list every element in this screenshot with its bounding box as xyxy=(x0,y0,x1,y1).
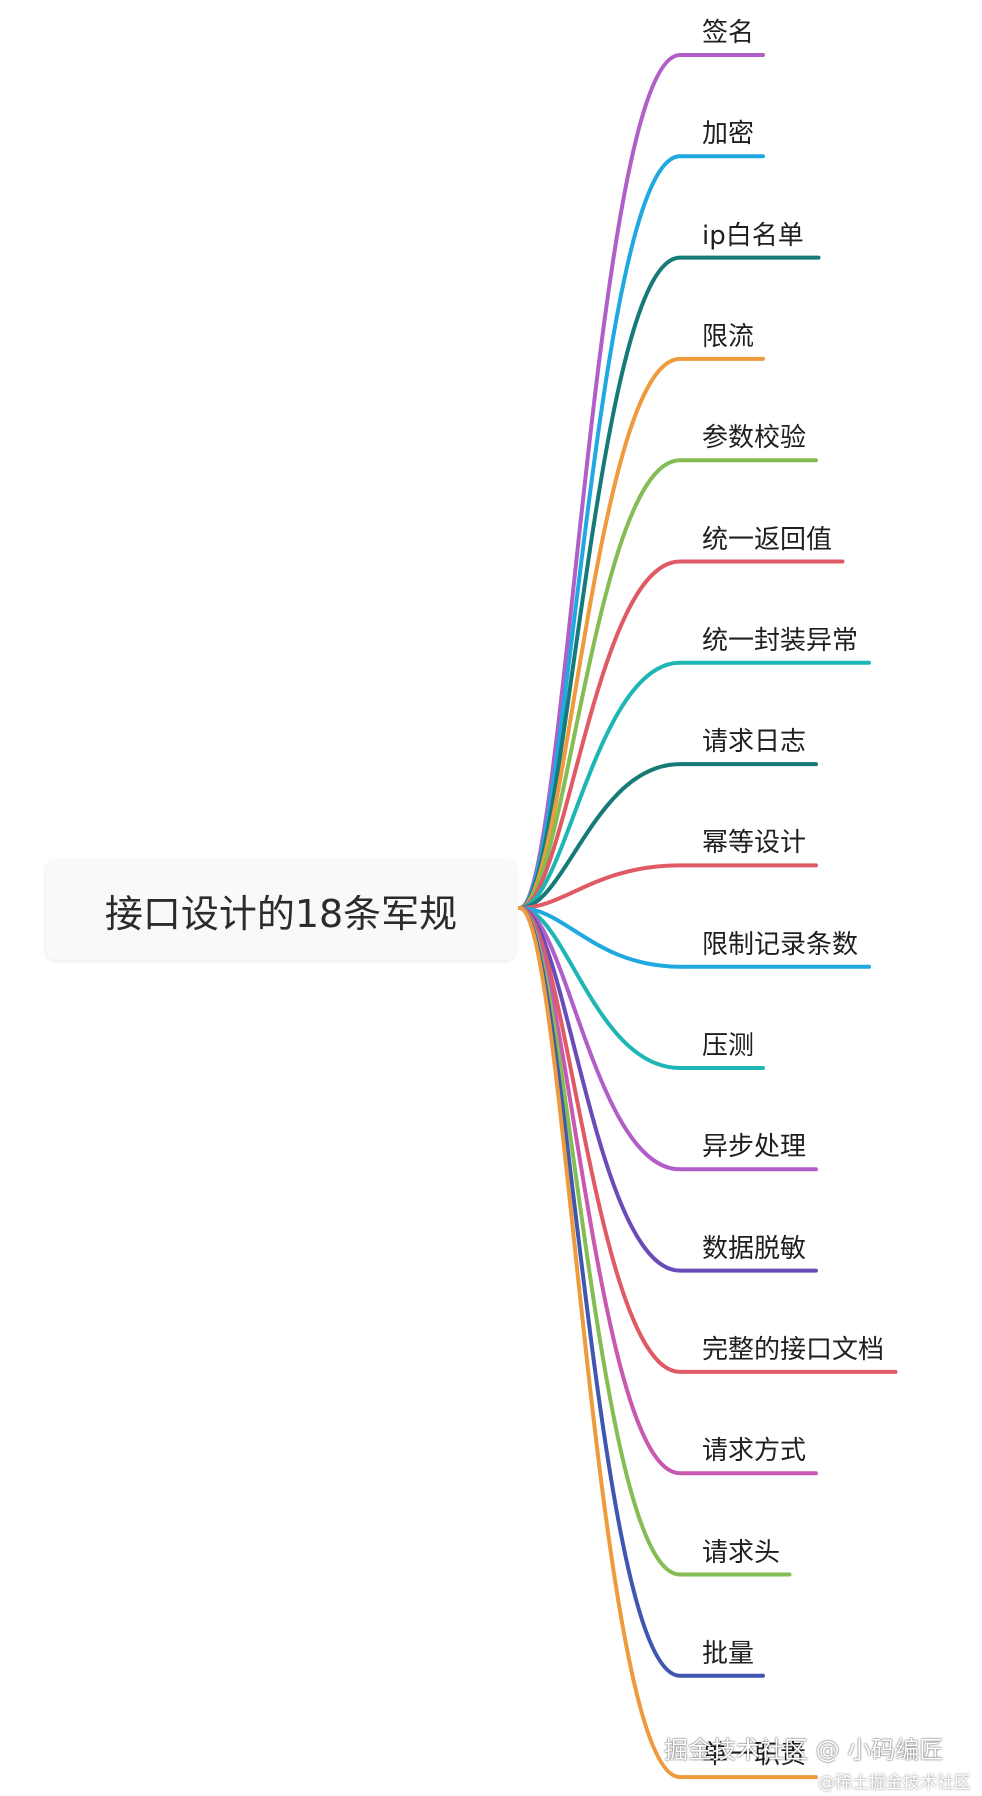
branch-node-label[interactable]: 单一职责 xyxy=(702,1740,807,1771)
branch-node-label[interactable]: 幂等设计 xyxy=(702,828,807,859)
root-node[interactable]: 接口设计的18条军规 xyxy=(46,860,516,960)
branch-node-label[interactable]: 压测 xyxy=(702,1031,755,1061)
branch-node-label[interactable]: 批量 xyxy=(702,1638,755,1669)
branch-node-label[interactable]: 请求日志 xyxy=(702,727,807,758)
branch-edge xyxy=(518,356,765,910)
branch-node-label[interactable]: 加密 xyxy=(702,119,755,150)
branch-edge xyxy=(518,906,871,969)
watermark-sub: @稀土掘金技术社区 xyxy=(818,1773,971,1793)
branch-node-label[interactable]: 数据脱敏 xyxy=(702,1233,807,1264)
watermark: 掘金技术社区 @ 小码编匠 xyxy=(664,1736,944,1764)
branch-edge xyxy=(518,906,818,1476)
branch-node-label[interactable]: 请求方式 xyxy=(702,1436,807,1467)
branch-node-label[interactable]: 请求头 xyxy=(702,1537,781,1568)
branch-edge xyxy=(518,906,765,1070)
branch-node-label[interactable]: 异步处理 xyxy=(702,1132,807,1163)
branch-node-label[interactable]: 统一封装异常 xyxy=(702,625,859,656)
branch-node-label[interactable]: 签名 xyxy=(702,18,755,48)
branch-edge xyxy=(518,559,845,910)
branch-node-label[interactable]: 限流 xyxy=(702,321,755,352)
branch-edge xyxy=(518,906,818,1780)
branch-edge xyxy=(518,762,818,910)
branch-edge xyxy=(518,863,818,910)
mindmap-edges xyxy=(518,53,898,1780)
branch-node-label[interactable]: ip白名单 xyxy=(702,220,804,251)
branch-node-label[interactable]: 统一返回值 xyxy=(702,524,833,555)
branch-edge xyxy=(518,660,871,910)
branch-node-label[interactable]: 限制记录条数 xyxy=(702,929,859,960)
branch-node-label[interactable]: 参数校验 xyxy=(702,423,807,454)
root-node-label: 接口设计的18条军规 xyxy=(104,891,458,936)
branch-edge xyxy=(518,458,818,910)
branch-node-label[interactable]: 完整的接口文档 xyxy=(702,1334,885,1365)
branch-edge xyxy=(518,906,818,1172)
